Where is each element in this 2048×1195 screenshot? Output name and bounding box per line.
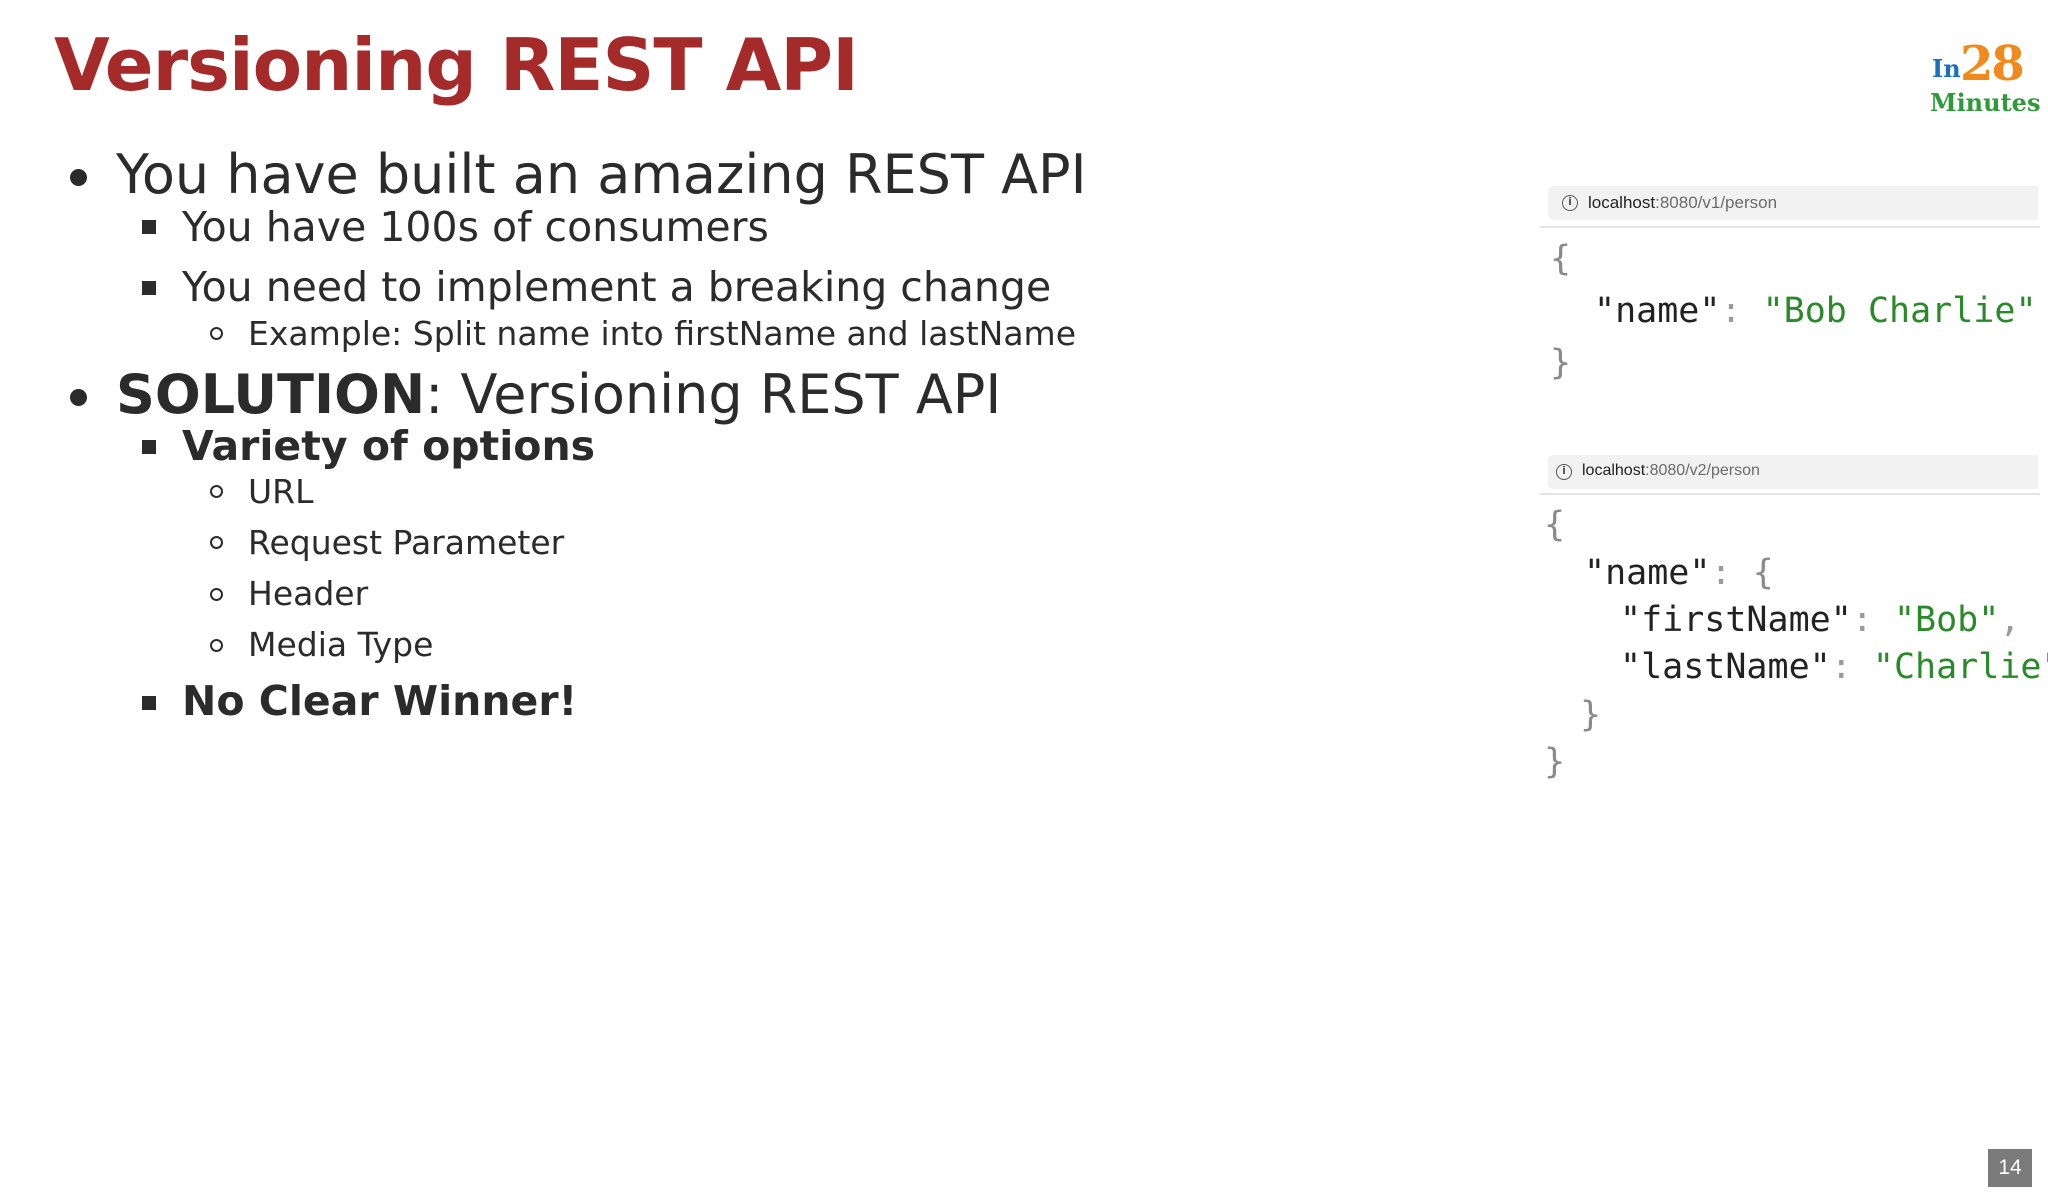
address-bar-v1: i localhost:8080/v1/person [1548, 186, 2038, 220]
json-firstname-line: "firstName": "Bob", [1620, 600, 2021, 640]
bullet-square-icon [142, 281, 156, 295]
sub-bullet-variety-of-options: Variety of options [182, 422, 596, 470]
json-name-line: "name": { [1584, 553, 1774, 593]
json-close-brace: } [1550, 343, 1572, 383]
bullet-circle-icon [210, 536, 223, 549]
option-request-parameter: Request Parameter [248, 523, 565, 562]
json-name-line: "name": "Bob Charlie" [1594, 291, 2037, 331]
bullet-item-built-api: You have built an amazing REST API [116, 143, 1087, 206]
bullet-square-icon [142, 696, 156, 710]
sub-sub-bullet-example: Example: Split name into firstName and l… [248, 314, 1076, 353]
logo-minutes-text: Minutes [1930, 88, 2041, 117]
address-bar-v2: i localhost:8080/v2/person [1548, 455, 2038, 489]
bullet-circle-icon [210, 485, 223, 498]
solution-label: SOLUTION [116, 363, 426, 426]
url-text-v1: localhost:8080/v1/person [1588, 193, 1778, 212]
sub-bullet-consumers: You have 100s of consumers [182, 203, 769, 251]
address-bar-divider [1540, 493, 2040, 495]
option-header: Header [248, 574, 369, 613]
bullet-circle-icon [210, 327, 223, 340]
slide-title: Versioning REST API [54, 23, 859, 107]
json-lastname-line: "lastName": "Charlie" [1620, 647, 2048, 687]
info-icon: i [1556, 464, 1572, 480]
logo-number-text: 28 [1960, 36, 2025, 92]
sub-bullet-breaking-change: You need to implement a breaking change [182, 263, 1052, 311]
info-icon: i [1562, 195, 1578, 211]
bullet-item-solution: SOLUTION: Versioning REST API [116, 368, 1001, 422]
bullet-circle-icon [210, 639, 223, 652]
solution-text: : Versioning REST API [425, 363, 1002, 426]
json-open-brace: { [1550, 239, 1572, 279]
bullet-square-icon [142, 220, 156, 234]
url-text-v2: localhost:8080/v2/person [1582, 462, 1760, 479]
json-open-brace: { [1544, 505, 1566, 545]
bullet-square-icon [142, 440, 156, 454]
sub-bullet-no-clear-winner: No Clear Winner! [182, 677, 578, 725]
bullet-circle-icon [210, 588, 223, 601]
address-bar-divider [1540, 226, 2040, 228]
json-inner-close-brace: } [1580, 695, 1602, 735]
option-media-type: Media Type [248, 625, 434, 664]
bullet-dot-icon [70, 169, 87, 186]
bullet-dot-icon [70, 389, 87, 406]
logo-in-text: In [1932, 54, 1961, 83]
in28minutes-logo: In 28 Minutes [1918, 36, 2041, 126]
json-close-brace: } [1544, 742, 1566, 782]
page-number-badge: 14 [1988, 1149, 2032, 1187]
option-url: URL [248, 472, 314, 511]
